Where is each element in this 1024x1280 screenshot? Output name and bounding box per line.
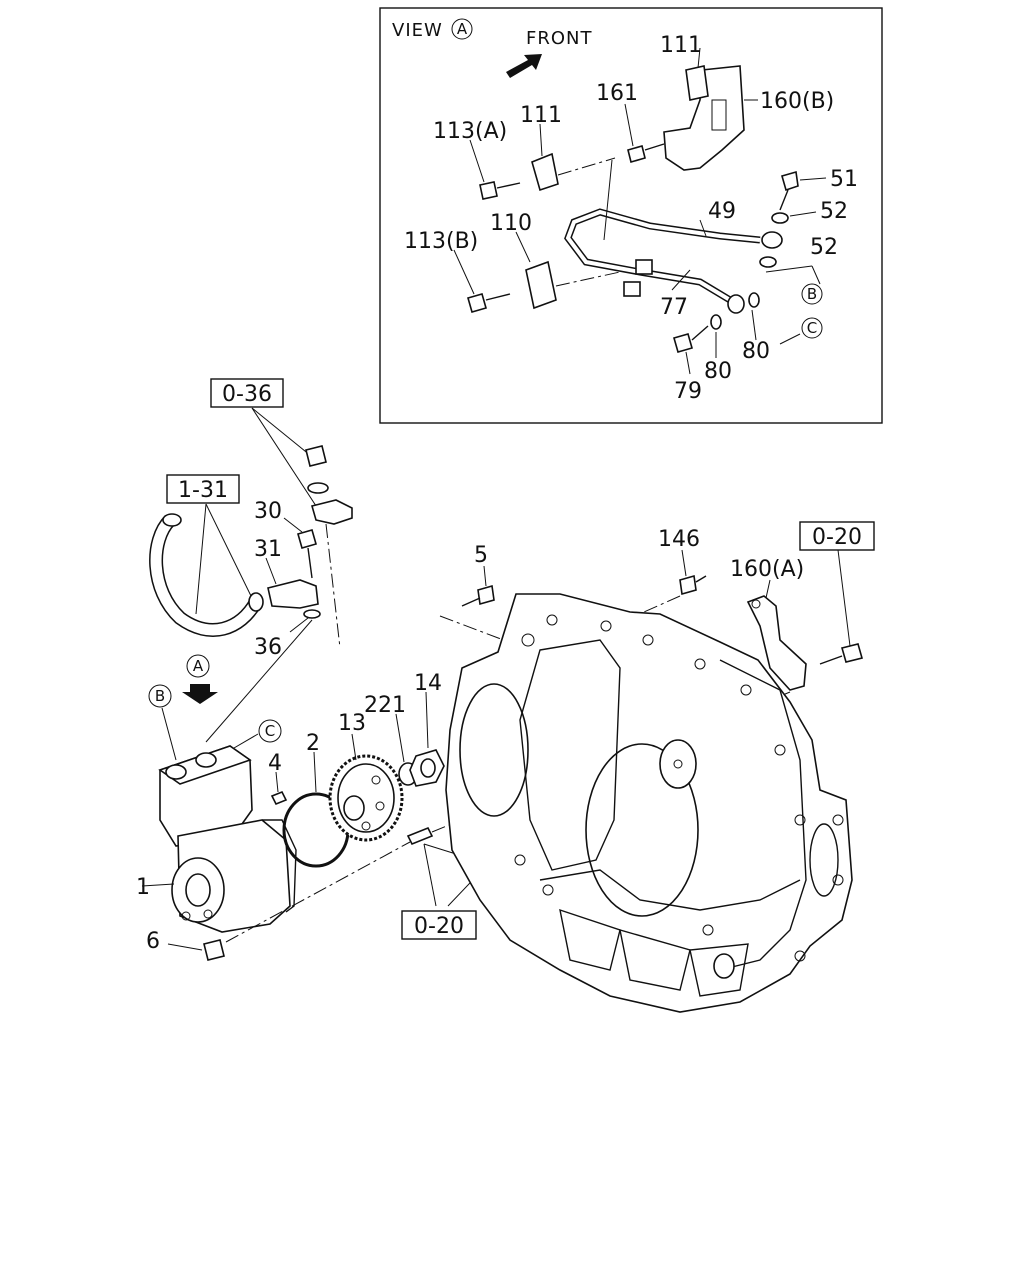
ref-1-31: 1-31 <box>178 478 228 503</box>
marker-b-circle <box>148 684 172 708</box>
callout-49: 49 <box>708 199 736 224</box>
callout-13: 13 <box>338 711 366 736</box>
bolt-79 <box>673 333 693 353</box>
callout-160a: 160(A) <box>730 557 804 582</box>
clip-110 <box>525 260 557 310</box>
callout-110: 110 <box>490 211 532 236</box>
washer-80-right <box>748 292 760 308</box>
washer-52-lower <box>759 256 777 268</box>
ref-0-20-bottom: 0-20 <box>414 914 464 939</box>
callout-31: 31 <box>254 537 282 562</box>
callout-146: 146 <box>658 527 700 552</box>
callout-113a: 113(A) <box>433 119 507 144</box>
banjo-fitting <box>311 499 353 525</box>
callout-161: 161 <box>596 81 638 106</box>
callout-52-top: 52 <box>820 199 848 224</box>
ref-box-0-20-bottom <box>401 910 477 940</box>
flywheel-housing <box>445 593 853 1013</box>
bolt-51 <box>781 170 799 192</box>
pin-4 <box>270 790 288 806</box>
bracket-slot <box>711 99 727 131</box>
ref-box-0-20-top <box>799 521 875 551</box>
air-hose <box>150 516 261 636</box>
view-marker-letter: A <box>457 20 468 38</box>
hose-end <box>162 513 182 527</box>
bolt-146 <box>679 574 697 596</box>
bolt-30 <box>297 529 317 549</box>
marker-b: B <box>155 687 165 705</box>
marker-a-circle <box>186 654 210 678</box>
callout-111-top: 111 <box>660 33 702 58</box>
bolt-5 <box>477 584 495 606</box>
air-compressor-1 <box>158 745 297 933</box>
front-arrow-icon <box>506 54 542 78</box>
callout-113b: 113(B) <box>404 229 478 254</box>
callout-80-left: 80 <box>704 359 732 384</box>
callout-6: 6 <box>146 929 160 954</box>
bolt-161 <box>627 145 646 163</box>
view-a-arrow-icon <box>182 684 218 704</box>
clip-111-left <box>531 152 559 192</box>
view-marker-circle <box>451 18 473 40</box>
housing-opening-center <box>585 743 699 917</box>
bracket-160b <box>663 65 745 171</box>
callout-52-lower: 52 <box>810 235 838 260</box>
housing-hub <box>659 739 697 789</box>
banjo-bolt <box>305 445 327 467</box>
dowel-pin <box>406 826 434 846</box>
bolt-113a <box>479 181 498 200</box>
pipe-nut-lower <box>623 281 641 297</box>
callout-4: 4 <box>268 751 282 776</box>
clip-111-top <box>685 65 709 101</box>
ref-0-20-top: 0-20 <box>812 525 862 550</box>
bolt-113b <box>467 293 487 313</box>
pipe-49-77 <box>565 209 761 302</box>
callout-30: 30 <box>254 499 282 524</box>
oring-36 <box>303 609 321 619</box>
marker-c: C <box>265 722 275 740</box>
ref-0-36: 0-36 <box>222 382 272 407</box>
marker-a: A <box>193 657 204 675</box>
ref-box-1-31 <box>166 474 240 504</box>
washer-80-left <box>710 314 722 330</box>
svg-text:C: C <box>807 319 817 337</box>
gear-13 <box>328 754 404 842</box>
banjo-fitting-top <box>761 231 783 249</box>
banjo-washer <box>307 482 329 494</box>
banjo-fitting-bottom <box>727 294 745 314</box>
housing-opening-left <box>459 683 529 817</box>
svg-text:B: B <box>807 285 817 303</box>
callout-51: 51 <box>830 167 858 192</box>
callout-160b: 160(B) <box>760 89 834 114</box>
callout-221: 221 <box>364 693 406 718</box>
pipe-nut-upper <box>635 259 653 275</box>
callout-79: 79 <box>674 379 702 404</box>
callout-77: 77 <box>660 295 688 320</box>
callout-111-left: 111 <box>520 103 562 128</box>
callout-1: 1 <box>136 875 150 900</box>
front-label: FRONT <box>526 28 593 49</box>
callout-36: 36 <box>254 635 282 660</box>
view-title: VIEW <box>392 20 443 41</box>
callout-2: 2 <box>306 731 320 756</box>
callout-5: 5 <box>474 543 488 568</box>
ref-box-0-36 <box>210 378 284 408</box>
inset-marker-c <box>801 317 823 339</box>
main-assembly: 0-36 1-31 30 31 36 A <box>136 378 875 1013</box>
washer-52-top <box>771 212 789 224</box>
hose-clamp <box>248 592 264 612</box>
bolt-0-20 <box>841 643 863 663</box>
view-a-inset: VIEW A FRONT 111 160(B) 161 113(A) 111 <box>379 7 883 424</box>
inset-frame <box>379 7 883 424</box>
bracket-160a <box>746 595 807 691</box>
marker-c-circle <box>258 719 282 743</box>
inset-marker-b <box>801 283 823 305</box>
nut-6 <box>203 939 225 961</box>
callout-80-right: 80 <box>742 339 770 364</box>
fitting-31 <box>267 579 319 609</box>
callout-14: 14 <box>414 671 442 696</box>
